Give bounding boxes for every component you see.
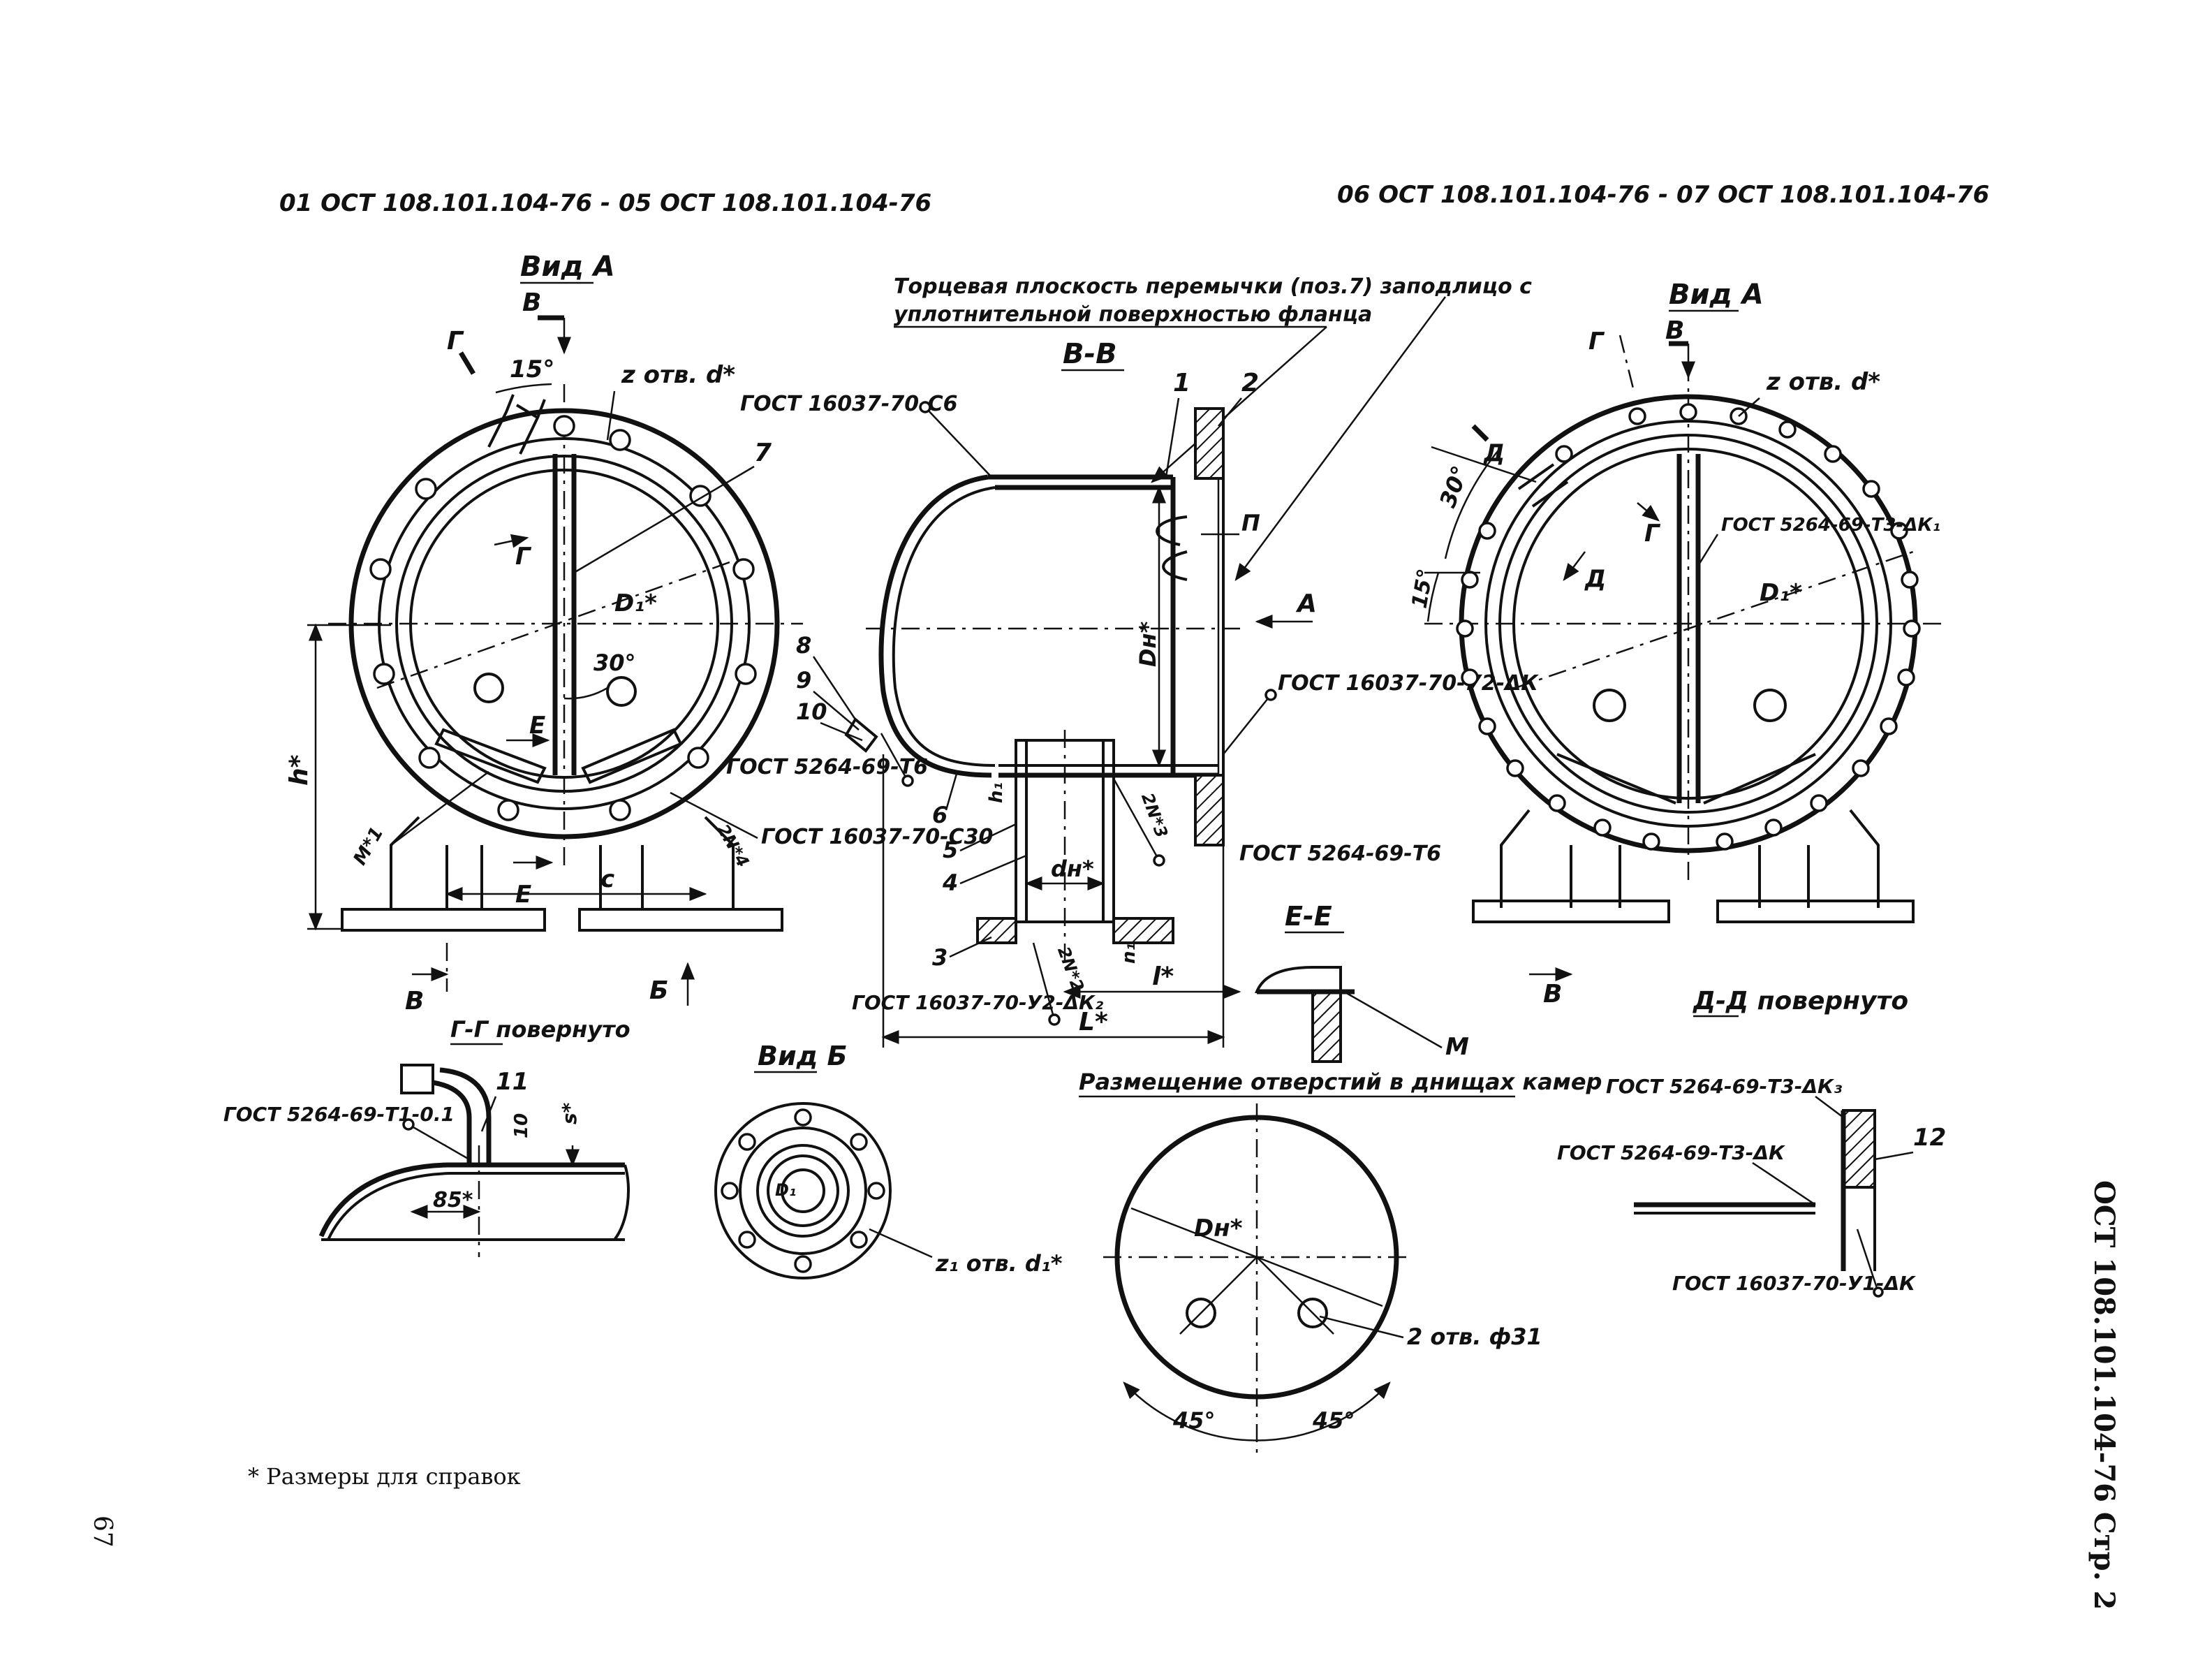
right-view: Вид А (1408, 279, 1948, 1008)
mark-v-top: В (522, 288, 541, 317)
gost-t6b: ГОСТ 5264-69-Т6 (1239, 842, 1441, 866)
view-b-holes: z₁ отв. d₁* (935, 1250, 1063, 1277)
m-label: М (1445, 1033, 1469, 1061)
section-dd-title: Д-Д повернуто (1693, 987, 1908, 1015)
mark-v-right-bottom: В (1543, 980, 1562, 1008)
angle-30-right: 30° (1434, 462, 1473, 511)
pos-5: 5 (943, 837, 958, 863)
s-label: s* (558, 1102, 581, 1124)
gost-t6a: ГОСТ 5264-69-Т6 (726, 755, 928, 779)
section-gg: Г-Г повернуто 85* 11 10 s* ГОСТ 5264-69-… (223, 1016, 631, 1257)
left-view-title: Вид А (520, 251, 615, 283)
page-number: 67 (88, 1516, 117, 1548)
gost-k2: ГОСТ 16037-70-У2-ΔК₂ (852, 991, 1104, 1014)
holes-dn: Dн* (1194, 1215, 1243, 1242)
pos-2: 2 (1241, 369, 1259, 397)
right-diam-label: D₁* (1760, 579, 1802, 607)
l-label: l* (1152, 962, 1174, 991)
left-pos7: 7 (754, 439, 772, 467)
side-stamp: ОСТ 108.101.104-76 Стр. 2 (2088, 1180, 2121, 1610)
note-line2: уплотнительной поверхностью фланца (894, 302, 1372, 327)
left-diam-label: D₁* (614, 589, 657, 617)
mark-v-right-top: В (1665, 316, 1684, 345)
mark-g-right-inner: Г (1644, 520, 1661, 548)
holes-layout: Размещение отверстий в днищах камер Dн* … (1079, 1069, 1602, 1460)
footnote: * Размеры для справок (248, 1463, 521, 1490)
header-right: 06 ОСТ 108.101.104-76 - 07 ОСТ 108.101.1… (1337, 181, 1989, 209)
pos-4: 4 (942, 870, 958, 896)
section-vv: В-В Торцевая плоскость перемычки (поз.7)… (726, 274, 1539, 1048)
dd-pos12: 12 (1913, 1124, 1946, 1152)
section-ee: Е-Е М (1255, 901, 1469, 1063)
mark-b-bottom: Б (649, 976, 668, 1005)
header-left: 01 ОСТ 108.101.104-76 - 05 ОСТ 108.101.1… (279, 189, 931, 217)
right-holes-label: z отв. d* (1766, 368, 1880, 396)
height-label: h* (285, 754, 314, 786)
pos11: 11 (496, 1068, 529, 1096)
arrow-a-label: A (1295, 589, 1317, 618)
bolt-holes-right (1456, 403, 1921, 851)
left-view: Вид А (285, 251, 993, 1015)
gost-gg: ГОСТ 5264-69-Т1-0.1 (223, 1103, 455, 1126)
dd-gost2: ГОСТ 5264-69-Т3-ΔК (1557, 1141, 1786, 1164)
pos-9: 9 (796, 667, 811, 694)
dn-small-label: dн* (1051, 856, 1094, 882)
dn-label: Dн* (1135, 621, 1161, 667)
right-view-title: Вид А (1669, 279, 1764, 311)
left-holes-label: z отв. d* (621, 361, 735, 389)
mark-v-bottom: В (405, 987, 424, 1015)
pos-6: 6 (932, 802, 948, 828)
note-line1: Торцевая плоскость перемычки (поз.7) зап… (894, 274, 1532, 299)
section-ee-title: Е-Е (1285, 901, 1332, 932)
section-gg-title: Г-Г повернуто (450, 1016, 631, 1043)
left-n4-label: 2N*4 (713, 821, 753, 870)
view-b-inner: D₁ (775, 1180, 796, 1200)
d85-label: 85* (433, 1188, 473, 1212)
holes-angle2: 45° (1312, 1407, 1355, 1434)
pos-3: 3 (932, 944, 948, 971)
n1-label: n₁ (1119, 943, 1140, 964)
mark-e-top: Е (529, 712, 545, 740)
left-m1-label: M*1 (350, 823, 388, 869)
c-label: c (600, 865, 614, 893)
holes-angle1: 45° (1172, 1407, 1216, 1434)
holes-layout-title: Размещение отверстий в днищах камер (1079, 1069, 1602, 1095)
pos-8: 8 (796, 632, 811, 659)
gost-u2: ГОСТ 16037-70-У2-ΔК (1278, 671, 1539, 696)
mark-g-right-top: Г (1588, 328, 1605, 355)
p-label: П (1241, 510, 1260, 536)
section-vv-title: В-В (1063, 338, 1117, 370)
angle-30-left: 30° (593, 650, 636, 676)
mark-d-top: Д (1483, 439, 1505, 467)
holes-2otv: 2 отв. ф31 (1407, 1323, 1542, 1350)
mark-g-inner: Г (515, 543, 532, 571)
view-b: Вид Б D₁ z₁ отв. d₁* (714, 1041, 1063, 1279)
pos-10: 10 (796, 698, 827, 725)
mark-g-top: Г (447, 327, 464, 355)
view-b-title: Вид Б (758, 1041, 847, 1071)
n3-label: 2N*3 (1137, 791, 1172, 841)
mark-e-bottom: Е (515, 881, 531, 909)
section-dd: Д-Д повернуто 12 ГОСТ 5264-69-Т3-ΔК₃ ГОС… (1557, 987, 1946, 1298)
left-gost-label: ГОСТ 16037-70-С30 (761, 825, 993, 849)
L-label: L* (1079, 1008, 1108, 1036)
d10-label: 10 (511, 1113, 532, 1138)
mark-d-inner: Д (1584, 565, 1606, 593)
pos-1: 1 (1173, 369, 1190, 397)
n2-label: 2N*2 (1054, 944, 1088, 995)
angle-15-left: 15° (510, 355, 554, 383)
bolt-holes-left (369, 415, 757, 821)
h1-label: h₁ (986, 782, 1007, 803)
right-gost-label: ГОСТ 5264-69-Т3-ΔК₁ (1721, 515, 1940, 536)
dd-gost1: ГОСТ 5264-69-Т3-ΔК₃ (1606, 1075, 1842, 1098)
